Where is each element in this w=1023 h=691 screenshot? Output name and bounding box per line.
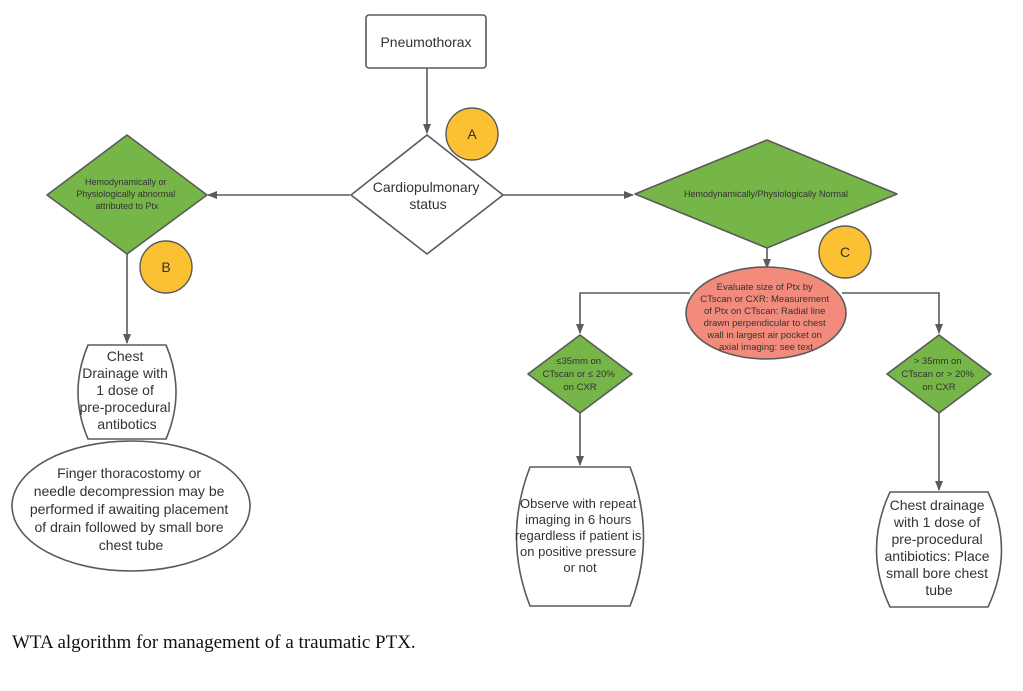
large-ptx-decision: > 35mm on CTscan or > 20% on CXR — [886, 334, 992, 414]
small-ptx-decision: ≤35mm on CTscan or ≤ 20% on CXR — [527, 334, 633, 414]
svg-text:C: C — [840, 244, 850, 260]
finger-thoracostomy-label: Finger thoracostomy or needle decompress… — [30, 465, 232, 553]
large-ptx-label: > 35mm on CTscan or > 20% on CXR — [901, 356, 976, 393]
evaluate-node: Evaluate size of Ptx by CTscan or CXR: M… — [685, 266, 847, 360]
svg-text:A: A — [467, 126, 477, 142]
normal-label: Hemodynamically/Physiologically Normal — [684, 189, 848, 199]
marker-b: B — [139, 240, 193, 294]
observe-node: Observe with repeat imaging in 6 hours r… — [515, 466, 645, 607]
evaluate-label: Evaluate size of Ptx by CTscan or CXR: M… — [700, 282, 831, 353]
chest-drainage-left-label: Chest Drainage with 1 dose of pre-proced… — [80, 348, 175, 432]
finger-thoracostomy-node: Finger thoracostomy or needle decompress… — [11, 440, 251, 572]
small-ptx-label: ≤35mm on CTscan or ≤ 20% on CXR — [543, 356, 618, 393]
normal-decision: Hemodynamically/Physiologically Normal — [634, 139, 898, 249]
edge-evaluate-to-small — [576, 292, 690, 334]
abnormal-label: Hemodynamically or Physiologically abnor… — [76, 177, 178, 211]
chest-drainage-right-label: Chest drainage with 1 dose of pre-proced… — [885, 497, 994, 598]
edge-evaluate-to-large — [842, 292, 943, 334]
abnormal-decision: Hemodynamically or Physiologically abnor… — [46, 134, 208, 255]
svg-text:B: B — [161, 259, 170, 275]
marker-a: A — [445, 107, 499, 161]
chest-drainage-left-node: Chest Drainage with 1 dose of pre-proced… — [77, 344, 177, 440]
figure-caption: WTA algorithm for management of a trauma… — [12, 632, 416, 653]
start-label: Pneumothorax — [380, 34, 471, 50]
cardio-decision: Cardiopulmonary status — [350, 134, 504, 255]
start-node: Pneumothorax — [365, 14, 487, 69]
observe-label: Observe with repeat imaging in 6 hours r… — [515, 496, 645, 575]
marker-c: C — [818, 225, 872, 279]
cardio-label: Cardiopulmonary status — [373, 179, 484, 212]
chest-drainage-right-node: Chest drainage with 1 dose of pre-proced… — [875, 491, 1003, 608]
